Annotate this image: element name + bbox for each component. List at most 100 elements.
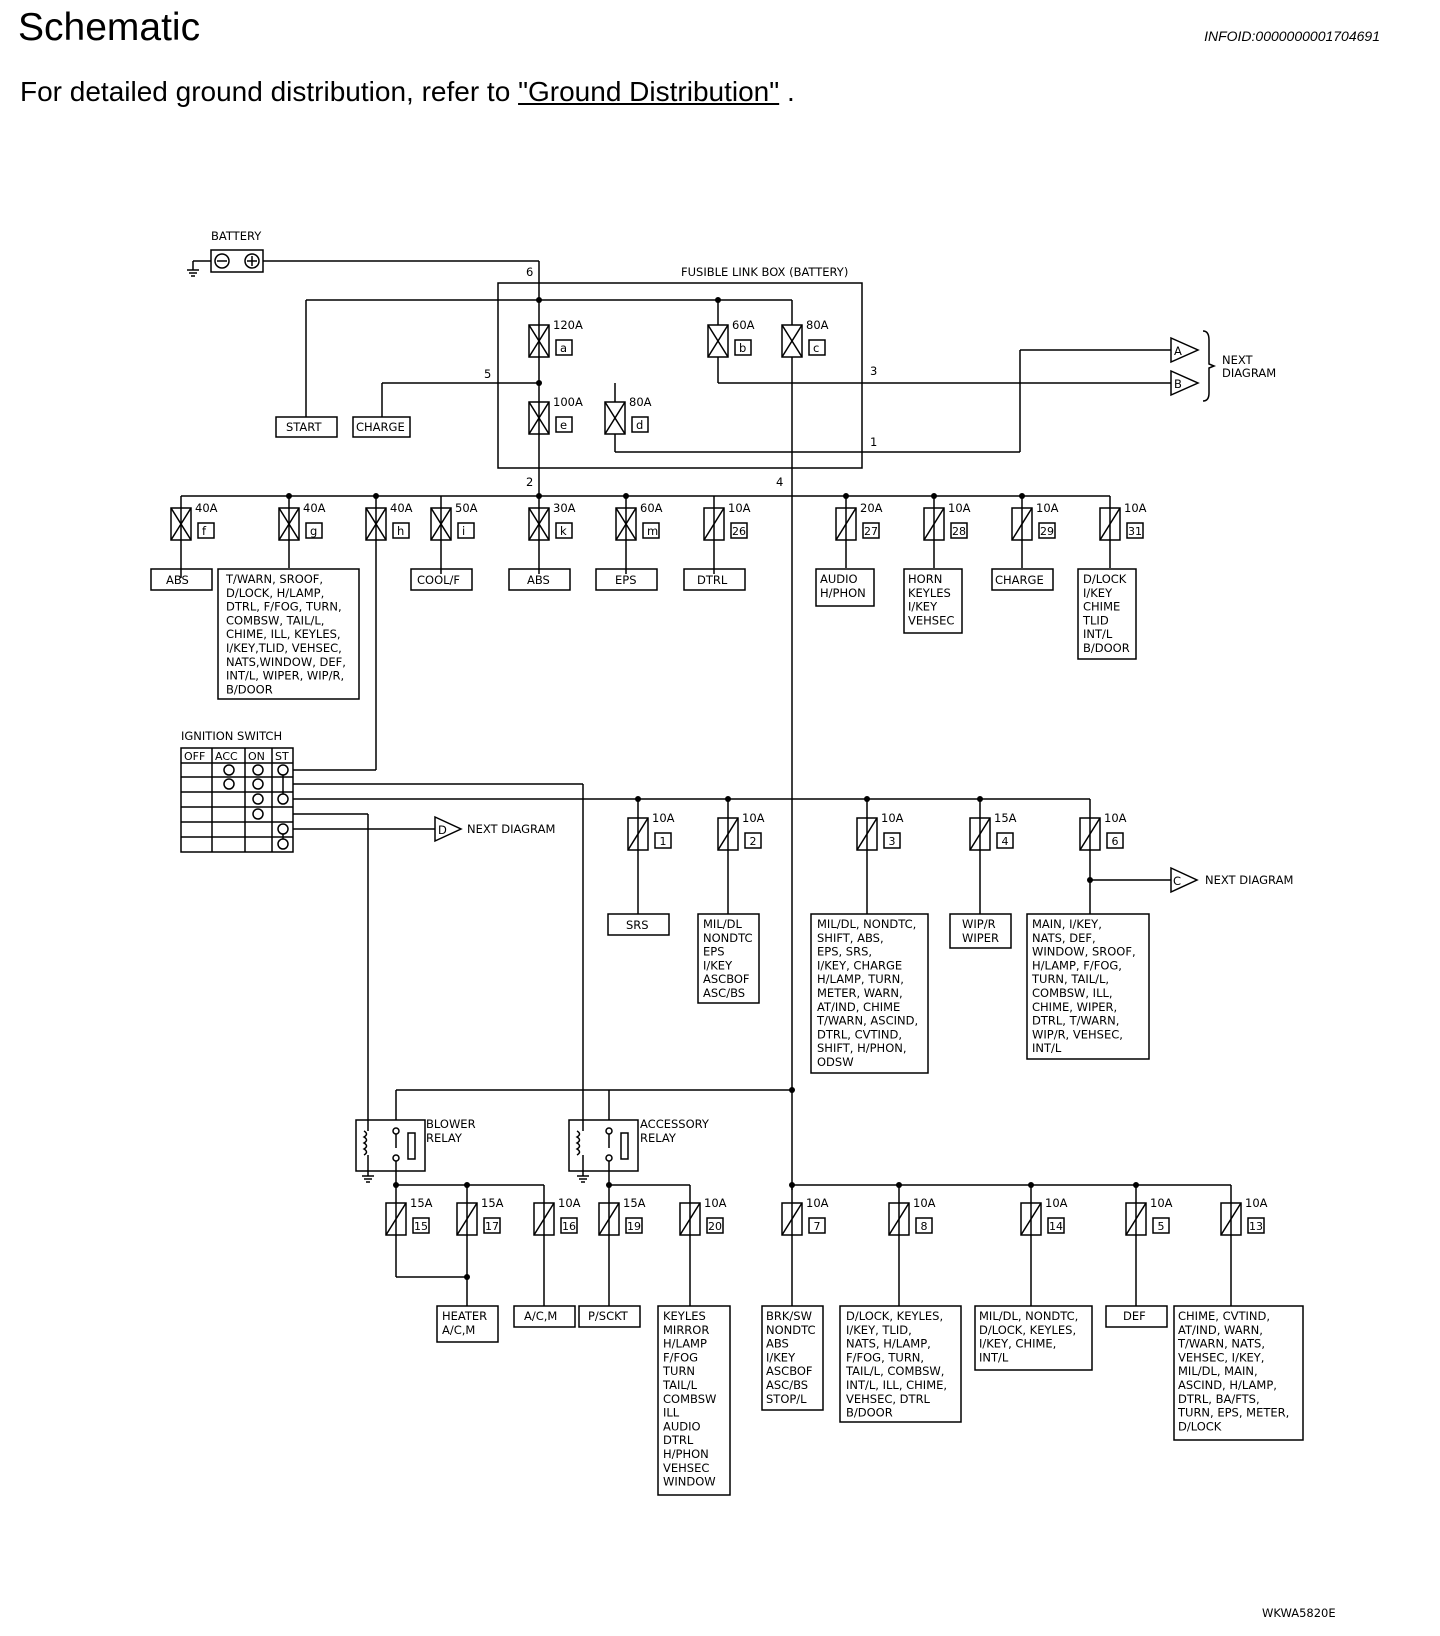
circuit-label-brksw7: ASCBOF (766, 1364, 813, 1378)
fuse-id: 26 (732, 525, 746, 538)
fuse-amp: 10A (742, 811, 765, 825)
fusible-link-amp: 60A (732, 318, 755, 332)
circuit-label-horn: VEHSEC (908, 613, 954, 627)
circuit-label-mil14: INT/L (979, 1350, 1009, 1364)
fuse-29 (1011, 507, 1056, 541)
accessory-relay-label-1: ACCESSORY (640, 1117, 710, 1131)
fuse-id: 27 (864, 525, 878, 538)
circuit-label-g-list: INT/L, WIPER, WIP/R, (226, 669, 344, 683)
circuit-label-g-list: B/DOOR (226, 682, 273, 696)
fuse-amp: 15A (481, 1196, 504, 1210)
start-label: START (286, 420, 322, 434)
circuit-label-cool-f: COOL/F (417, 573, 460, 587)
fuse-27 (835, 507, 880, 541)
fuse-28 (923, 507, 968, 541)
fusible-link-c (781, 324, 826, 358)
fusible-link-m (615, 507, 660, 541)
fusible-link-id: c (813, 341, 819, 355)
fuse-19 (598, 1202, 643, 1236)
circuit-label-chime13: AT/IND, WARN, (1178, 1323, 1263, 1337)
fuse-amp: 15A (994, 811, 1017, 825)
blower-relay-label-2: RELAY (426, 1131, 463, 1145)
circuit-label-chime13: MIL/DL, MAIN, (1178, 1364, 1258, 1378)
fusible-link-amp: 80A (806, 318, 829, 332)
circuit-label-chime13: VEHSEC, I/KEY, (1178, 1350, 1264, 1364)
fuse-13 (1220, 1202, 1265, 1236)
terminal-5: 5 (484, 367, 491, 381)
circuit-label-eps: EPS (615, 573, 637, 587)
blower-relay-label-1: BLOWER (426, 1117, 476, 1131)
reference-line: For detailed ground distribution, refer … (20, 76, 795, 108)
fuse-id: 19 (627, 1220, 641, 1233)
connector-b: B (1174, 377, 1182, 391)
figure-id: WKWA5820E (1262, 1606, 1336, 1620)
circuit-label-keyles20: KEYLES (663, 1309, 706, 1323)
fusible-link-amp: 60A (640, 501, 663, 515)
circuit-label-brksw7: I/KEY (766, 1350, 796, 1364)
connector-d: D (438, 823, 447, 837)
fuse-31 (1099, 507, 1144, 541)
circuit-label-brksw7: STOP/L (766, 1392, 807, 1406)
fuse-amp: 10A (558, 1196, 581, 1210)
circuit-label-dlock8: D/LOCK, KEYLES, (846, 1309, 943, 1323)
fuse-amp: 20A (860, 501, 883, 515)
fuse-id: 5 (1158, 1220, 1165, 1233)
fusible-link-f (170, 507, 215, 541)
terminal-6: 6 (526, 265, 533, 279)
terminal-1: 1 (870, 435, 877, 449)
circuit-label-keyles20: VEHSEC (663, 1461, 709, 1475)
fuse-1 (627, 817, 672, 851)
fusible-link-id: h (397, 524, 404, 538)
circuit-label-wipr: WIPER (962, 931, 999, 945)
fuse-6 (1079, 817, 1124, 851)
circuit-label-mil3: T/WARN, ASCIND, (816, 1014, 918, 1028)
terminal-2: 2 (526, 475, 533, 489)
ign-col-on: ON (248, 750, 265, 763)
fusible-link-id: k (560, 524, 567, 538)
circuit-label-mil3: SHIFT, H/PHON, (817, 1041, 907, 1055)
fuse-id: 4 (1002, 835, 1009, 848)
circuit-label-dlock8: INT/L, ILL, CHIME, (846, 1378, 947, 1392)
fuse-7 (781, 1202, 826, 1236)
fuse-id: 31 (1128, 525, 1142, 538)
fuse-amp: 10A (1245, 1196, 1268, 1210)
fuse-id: 28 (952, 525, 966, 538)
fuse-amp: 10A (728, 501, 751, 515)
circuit-label-mil14: MIL/DL, NONDTC, (979, 1309, 1078, 1323)
circuit-label-dlock31: D/LOCK (1083, 572, 1127, 586)
circuit-label-main6: CHIME, WIPER, (1032, 1000, 1117, 1014)
circuit-label-abs-f: ABS (166, 573, 189, 587)
circuit-label-mil3: H/LAMP, TURN, (817, 972, 904, 986)
ign-col-acc: ACC (215, 750, 238, 763)
circuit-label-dlock8: I/KEY, TLID, (846, 1323, 912, 1337)
circuit-label-mil3: I/KEY, CHARGE (817, 958, 902, 972)
circuit-label-g-list: NATS,WINDOW, DEF, (226, 655, 346, 669)
reference-text: For detailed ground distribution, refer … (20, 76, 511, 107)
fusible-link-id: a (560, 341, 567, 355)
fusible-link-e (528, 401, 573, 435)
circuit-label-dlock8: B/DOOR (846, 1406, 893, 1420)
fusible-link-amp: 30A (553, 501, 576, 515)
fuse-id: 14 (1049, 1220, 1063, 1233)
circuit-label-dlock8: TAIL/L, COMBSW, (845, 1364, 944, 1378)
fuse-id: 16 (562, 1220, 576, 1233)
fusible-link-k (528, 507, 573, 541)
circuit-label-chime13: CHIME, CVTIND, (1178, 1309, 1270, 1323)
fuse-id: 1 (660, 835, 667, 848)
circuit-label-audio: H/PHON (820, 586, 866, 600)
circuit-label-brksw7: NONDTC (766, 1323, 816, 1337)
fusible-link-amp: 80A (629, 395, 652, 409)
fuse-id: 15 (414, 1220, 428, 1233)
fuse-5 (1125, 1202, 1170, 1236)
circuit-label-main6: MAIN, I/KEY, (1032, 917, 1102, 931)
circuit-label-main6: H/LAMP, F/FOG, (1032, 958, 1122, 972)
circuit-label-main6: COMBSW, ILL, (1032, 986, 1113, 1000)
fusible-link-g (278, 507, 323, 541)
fusible-link-id: d (636, 418, 643, 432)
next-diagram-d: NEXT DIAGRAM (467, 822, 555, 836)
circuit-label-mil3: SHIFT, ABS, (817, 931, 884, 945)
ground-distribution-link[interactable]: "Ground Distribution" (518, 76, 780, 107)
fusible-link-id: e (560, 418, 567, 432)
charge-label: CHARGE (356, 420, 405, 434)
fuse-id: 3 (889, 835, 896, 848)
